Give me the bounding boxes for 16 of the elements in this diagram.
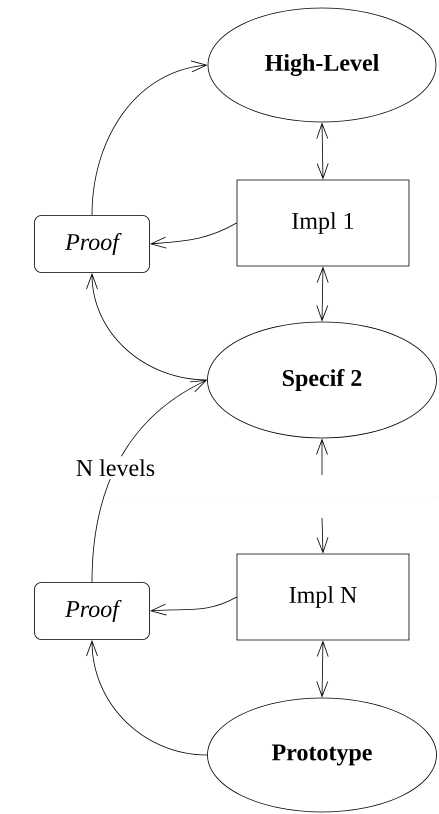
arrow (316, 640, 329, 698)
arrow (92, 380, 208, 582)
arrow (150, 222, 237, 248)
arrow (92, 60, 208, 216)
implementation-box: Impl 1 (236, 180, 410, 266)
proof-box: Proof (34, 215, 150, 273)
implementation-box: Impl N (236, 554, 410, 640)
proof-box: Proof (34, 582, 150, 640)
arrow (316, 266, 329, 322)
arrow (316, 518, 328, 554)
arrow (316, 438, 328, 476)
arrow (86, 272, 208, 380)
arrow (150, 596, 237, 616)
arrow (86, 640, 208, 756)
edge-label: N levels (72, 456, 158, 480)
arrow (316, 122, 329, 180)
